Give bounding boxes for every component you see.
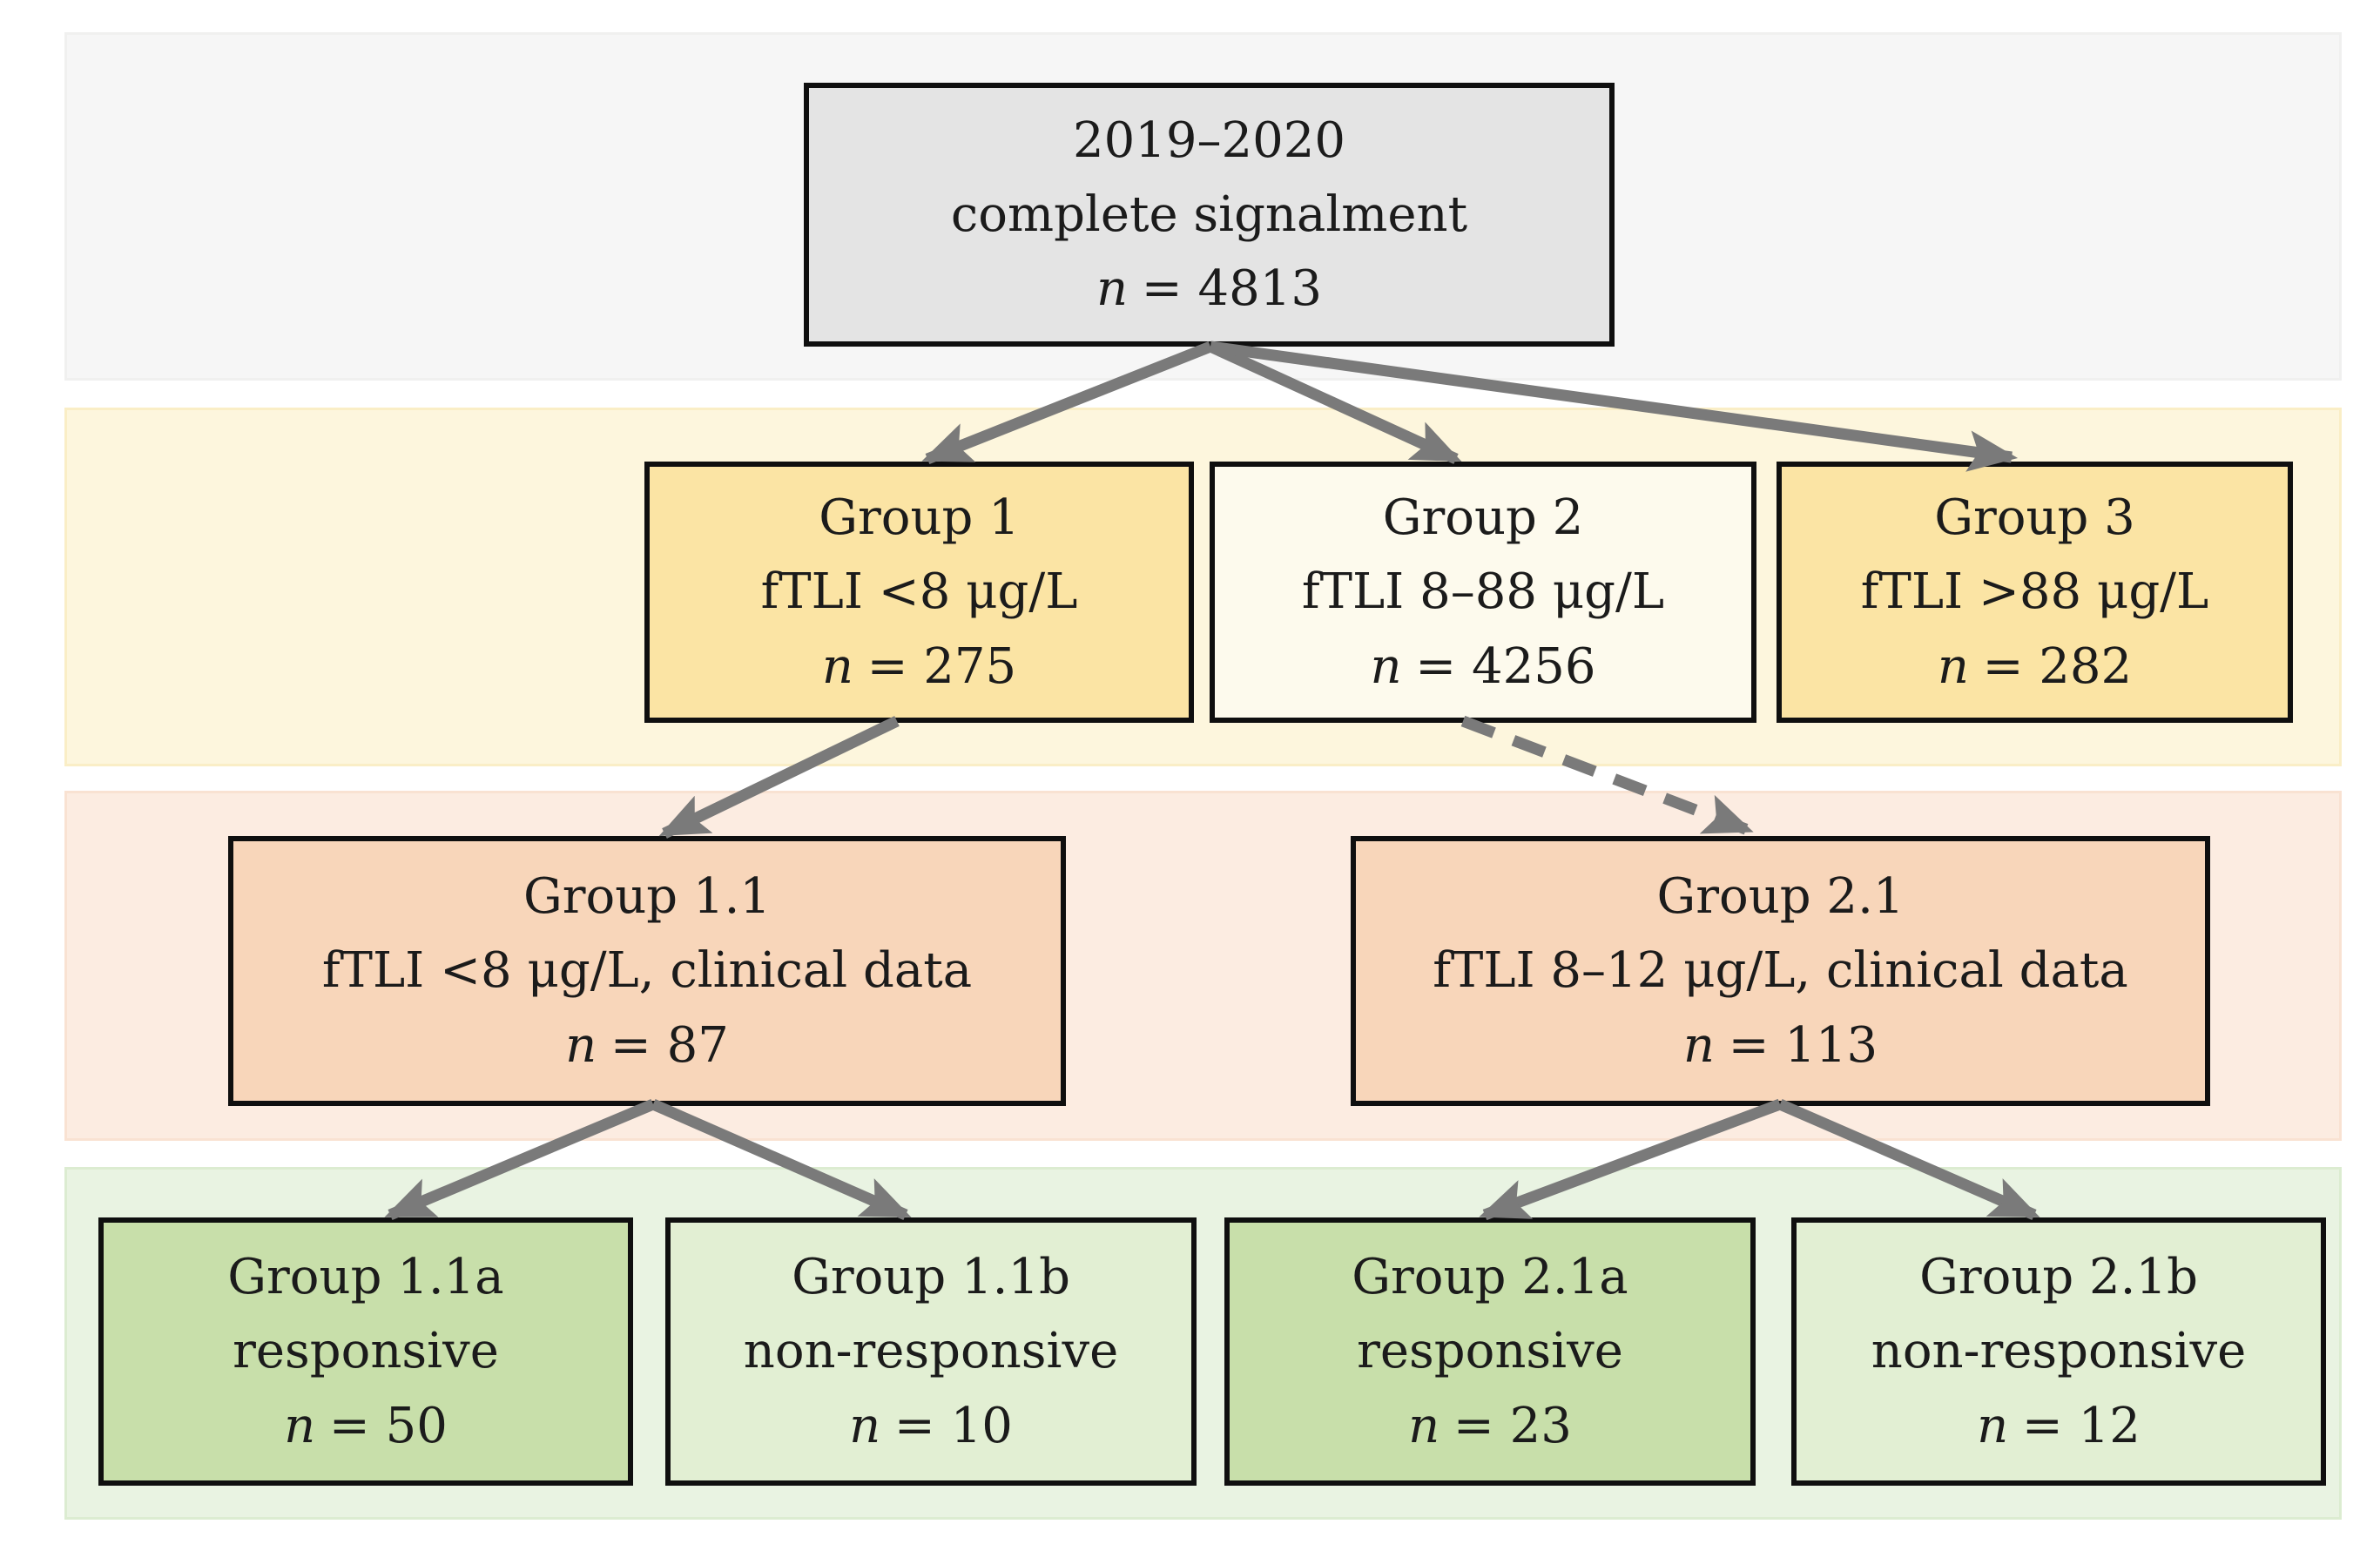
n-symbol: n bbox=[1096, 260, 1129, 318]
n-value: = 113 bbox=[1728, 1016, 1878, 1074]
node-group-2-1a: Group 2.1a responsive n= 23 bbox=[1224, 1217, 1756, 1486]
n-symbol: n bbox=[1682, 1016, 1715, 1074]
node-subtitle: fTLI 8–88 μg/L bbox=[1301, 563, 1665, 621]
n-value: = 12 bbox=[2021, 1397, 2141, 1454]
node-group-1: Group 1 fTLI <8 μg/L n= 275 bbox=[644, 462, 1194, 723]
n-symbol: n bbox=[565, 1016, 597, 1074]
node-group-3: Group 3 fTLI >88 μg/L n= 282 bbox=[1777, 462, 2293, 723]
n-value: = 50 bbox=[328, 1397, 448, 1454]
node-complete-signalment: 2019–2020 complete signalment n= 4813 bbox=[804, 83, 1615, 347]
node-subtitle: fTLI 8–12 μg/L, clinical data bbox=[1433, 942, 2128, 1000]
node-sample-size: n= 10 bbox=[849, 1389, 1013, 1463]
n-value: = 4256 bbox=[1415, 637, 1596, 695]
node-group-2: Group 2 fTLI 8–88 μg/L n= 4256 bbox=[1210, 462, 1756, 723]
n-value: = 87 bbox=[610, 1016, 729, 1074]
n-value: = 282 bbox=[1982, 637, 2133, 695]
node-title: Group 2.1 bbox=[1656, 868, 1905, 926]
node-sample-size: n= 113 bbox=[1683, 1008, 1878, 1082]
node-sample-size: n= 4813 bbox=[1096, 252, 1322, 326]
node-subtitle: responsive bbox=[1357, 1323, 1623, 1380]
node-title: Group 1.1b bbox=[792, 1249, 1070, 1306]
node-subtitle: fTLI <8 μg/L, clinical data bbox=[321, 942, 973, 1000]
n-symbol: n bbox=[284, 1397, 316, 1454]
n-value: = 275 bbox=[866, 637, 1017, 695]
node-group-1-1b: Group 1.1b non-responsive n= 10 bbox=[665, 1217, 1197, 1486]
node-group-2-1b: Group 2.1b non-responsive n= 12 bbox=[1791, 1217, 2326, 1486]
node-group-2-1: Group 2.1 fTLI 8–12 μg/L, clinical data … bbox=[1351, 836, 2210, 1106]
node-subtitle: responsive bbox=[233, 1323, 499, 1380]
n-symbol: n bbox=[1937, 637, 1969, 695]
node-subtitle: fTLI <8 μg/L bbox=[760, 563, 1078, 621]
node-title: Group 1 bbox=[819, 489, 1020, 547]
node-subtitle: non-responsive bbox=[1871, 1323, 2247, 1380]
node-title: Group 2.1a bbox=[1352, 1249, 1628, 1306]
n-symbol: n bbox=[849, 1397, 881, 1454]
node-title: Group 2 bbox=[1382, 489, 1584, 547]
n-value: = 10 bbox=[893, 1397, 1013, 1454]
node-title: Group 1.1a bbox=[227, 1249, 504, 1306]
n-symbol: n bbox=[1977, 1397, 2009, 1454]
node-sample-size: n= 12 bbox=[1977, 1389, 2141, 1463]
node-sample-size: n= 87 bbox=[565, 1008, 729, 1082]
n-value: = 23 bbox=[1453, 1397, 1572, 1454]
node-subtitle: complete signalment bbox=[950, 185, 1468, 243]
node-sample-size: n= 282 bbox=[1938, 630, 2132, 704]
node-group-1-1: Group 1.1 fTLI <8 μg/L, clinical data n=… bbox=[228, 836, 1066, 1106]
n-symbol: n bbox=[1408, 1397, 1440, 1454]
node-subtitle: fTLI >88 μg/L bbox=[1860, 563, 2209, 621]
node-sample-size: n= 23 bbox=[1408, 1389, 1572, 1463]
node-subtitle: non-responsive bbox=[743, 1323, 1119, 1380]
node-title: 2019–2020 bbox=[1072, 111, 1346, 169]
node-title: Group 3 bbox=[1934, 489, 2135, 547]
node-title: Group 1.1 bbox=[523, 868, 771, 926]
n-symbol: n bbox=[821, 637, 853, 695]
node-sample-size: n= 4256 bbox=[1371, 630, 1596, 704]
n-symbol: n bbox=[1370, 637, 1402, 695]
n-value: = 4813 bbox=[1141, 260, 1322, 318]
node-group-1-1a: Group 1.1a responsive n= 50 bbox=[98, 1217, 633, 1486]
node-title: Group 2.1b bbox=[1919, 1249, 2198, 1306]
node-sample-size: n= 50 bbox=[284, 1389, 448, 1463]
node-sample-size: n= 275 bbox=[822, 630, 1016, 704]
